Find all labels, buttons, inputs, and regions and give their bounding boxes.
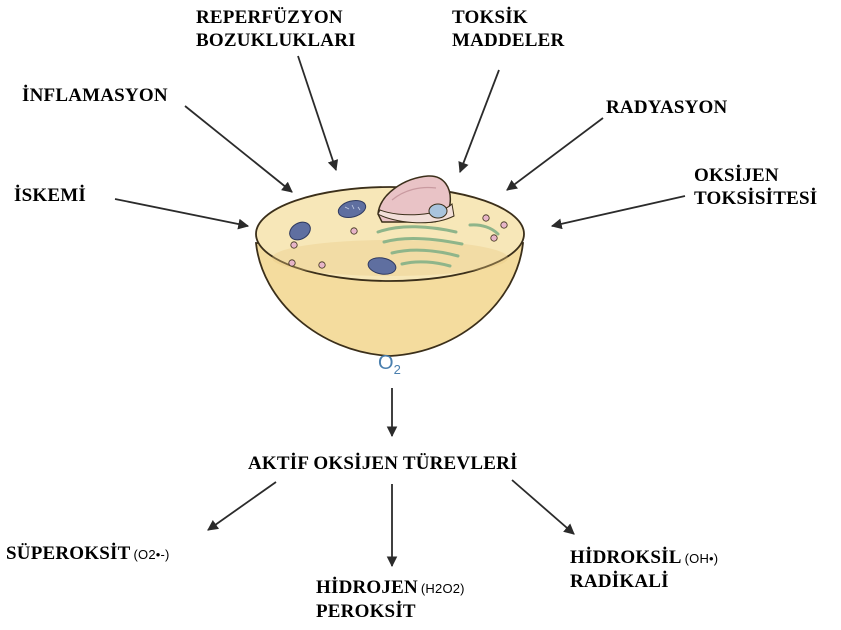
label-oxygen: O2 <box>378 352 401 377</box>
arrow-ros-to-superoxide <box>208 482 276 530</box>
arrow-toxic <box>460 70 499 172</box>
label-hydrogen-peroxide-line1: HİDROJEN(H2O2) <box>316 576 465 600</box>
hydrogen-peroxide-formula: (H2O2) <box>421 581 465 596</box>
label-oxygen-toxicity: OKSİJEN TOKSİSİTESİ <box>694 164 817 210</box>
label-oxygen-toxicity-line2: TOKSİSİTESİ <box>694 187 817 210</box>
arrow-oxygen-toxicity <box>552 196 685 226</box>
label-toxic-line2: MADDELER <box>452 29 564 52</box>
label-toxic: TOKSİK MADDELER <box>452 6 564 52</box>
nucleolus <box>429 204 447 218</box>
label-reperfusion-line1: REPERFÜZYON <box>196 6 356 29</box>
label-hydrogen-peroxide-line2: PEROKSİT <box>316 600 465 623</box>
ros-arrows <box>208 388 574 566</box>
label-hydroxyl-line1: HİDROKSİL(OH•) <box>570 546 718 570</box>
label-radiation: RADYASYON <box>606 96 727 119</box>
label-hydroxyl: HİDROKSİL(OH•) RADİKALİ <box>570 546 718 593</box>
label-reperfusion: REPERFÜZYON BOZUKLUKLARI <box>196 6 356 52</box>
label-hydrogen-peroxide-text: HİDROJEN <box>316 577 418 598</box>
label-oxygen-toxicity-line1: OKSİJEN <box>694 164 817 187</box>
label-reperfusion-line2: BOZUKLUKLARI <box>196 29 356 52</box>
nucleus <box>378 176 454 223</box>
label-toxic-line1: TOKSİK <box>452 6 564 29</box>
label-superoxide-text: SÜPEROKSİT <box>6 543 130 564</box>
arrow-ischemia <box>115 199 248 226</box>
cell-illustration <box>256 176 524 356</box>
oxygen-symbol: O <box>378 352 394 374</box>
label-hydrogen-peroxide: HİDROJEN(H2O2) PEROKSİT <box>316 576 465 623</box>
arrow-inflammation <box>185 106 292 192</box>
label-inflammation: İNFLAMASYON <box>22 84 168 107</box>
oxygen-subscript: 2 <box>394 362 401 377</box>
arrow-reperfusion <box>298 56 336 170</box>
label-ros-title: AKTİF OKSİJEN TÜREVLERİ <box>248 452 518 475</box>
superoxide-formula: (O2•-) <box>133 547 169 562</box>
label-ischemia: İSKEMİ <box>14 184 86 207</box>
arrow-ros-to-hydroxyl <box>512 480 574 534</box>
label-hydroxyl-text: HİDROKSİL <box>570 547 682 568</box>
label-hydroxyl-line2: RADİKALİ <box>570 570 718 593</box>
label-superoxide: SÜPEROKSİT(O2•-) <box>6 542 170 566</box>
arrow-radiation <box>507 118 603 190</box>
hydroxyl-formula: (OH•) <box>685 551 719 566</box>
